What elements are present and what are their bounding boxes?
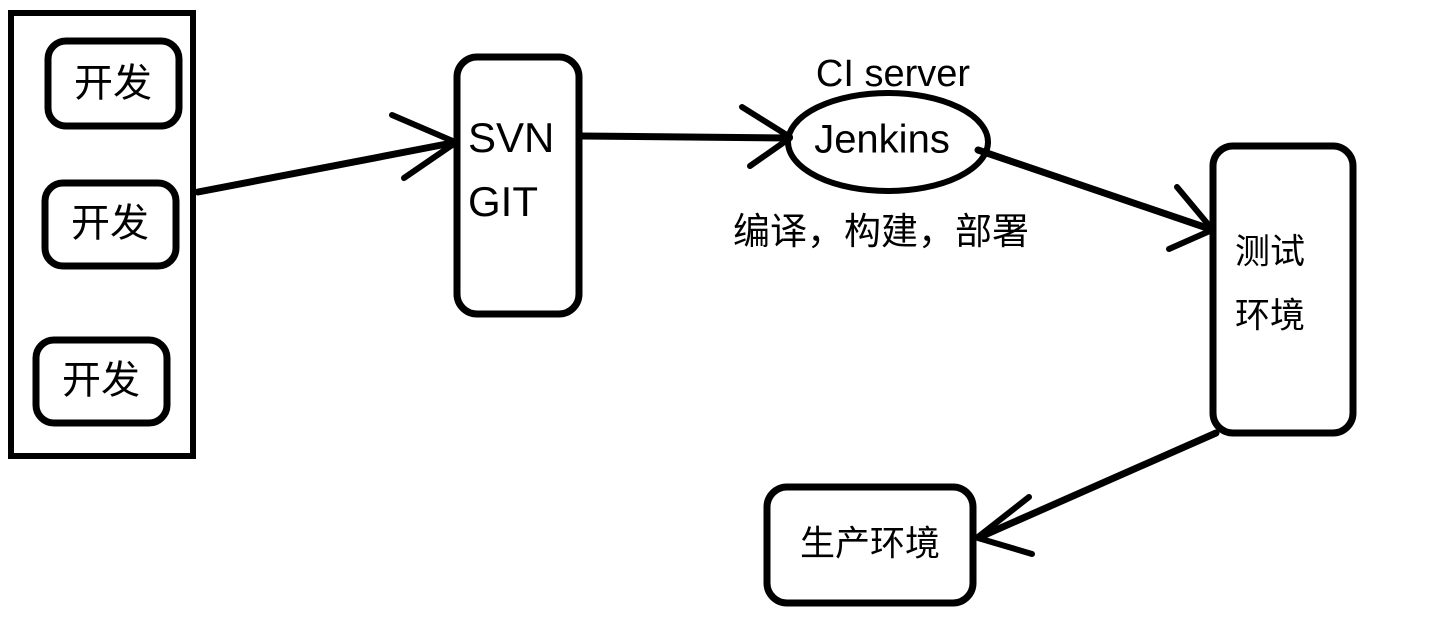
edge-repository-to-ci[interactable] xyxy=(577,104,793,169)
edge-repository-to-ci-line xyxy=(577,132,792,142)
developer-box-2[interactable] xyxy=(41,179,180,270)
ci-server-name-label: Jenkins xyxy=(814,118,950,162)
repository-label-svn: SVN xyxy=(468,114,554,161)
developer-box-3-label: 开发 xyxy=(62,359,140,402)
production-environment-box[interactable] xyxy=(763,483,977,607)
ci-server-tasks-label: 编译，构建，部署 xyxy=(733,211,1029,252)
edge-test-to-production[interactable] xyxy=(975,429,1220,557)
test-environment-box[interactable] xyxy=(1209,142,1357,437)
developer-box-1-label: 开发 xyxy=(74,62,152,105)
edge-ci-to-test-line xyxy=(974,146,1214,233)
edge-test-to-production-arrowhead xyxy=(975,494,1035,557)
ci-server-caption: CI server xyxy=(816,53,970,95)
repository-label-git: GIT xyxy=(468,178,538,225)
test-environment-label-line2: 环境 xyxy=(1235,296,1305,335)
edge-ci-to-test[interactable] xyxy=(974,146,1215,252)
edge-repository-to-ci-arrowhead xyxy=(739,104,793,169)
developer-box-3[interactable] xyxy=(32,336,171,427)
repository-box[interactable] xyxy=(453,53,583,318)
developer-box-1[interactable] xyxy=(44,37,183,130)
edge-ci-to-test-arrowhead xyxy=(1166,184,1215,252)
edge-test-to-production-line xyxy=(976,429,1220,541)
test-environment-label-line1: 测试 xyxy=(1235,232,1305,271)
edge-developers-to-repository-arrowhead xyxy=(389,112,458,181)
edge-developers-to-repository-line xyxy=(194,139,456,196)
edge-developers-to-repository[interactable] xyxy=(194,112,458,196)
developer-box-2-label: 开发 xyxy=(71,202,149,245)
production-environment-label: 生产环境 xyxy=(800,524,940,563)
